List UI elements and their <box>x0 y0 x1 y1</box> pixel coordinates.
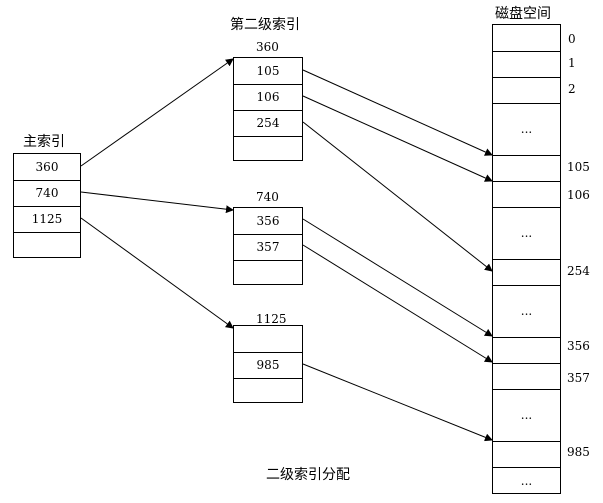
second-index-block: 105 106 254 <box>233 57 303 161</box>
arrow-main-1125-to-block-1125 <box>80 217 234 329</box>
main-index-table: 360 740 1125 <box>13 153 81 258</box>
disk-block-number: 1 <box>568 56 576 70</box>
second-index-cell <box>234 326 302 352</box>
second-index-cell <box>234 260 302 285</box>
disk-block-number: 0 <box>568 32 576 46</box>
disk-block <box>493 441 560 467</box>
block-header: 360 <box>256 40 279 54</box>
disk-block <box>493 337 560 363</box>
disk-ellipsis-block: ... <box>493 103 560 155</box>
arrow-254-to-disk <box>302 121 493 272</box>
block-header: 740 <box>256 190 279 204</box>
disk-block <box>493 155 560 181</box>
second-index-cell: 254 <box>234 110 302 136</box>
disk-ellipsis-block: ... <box>493 467 560 494</box>
main-index-cell <box>14 232 80 258</box>
second-index-block: 985 <box>233 325 303 403</box>
disk-block <box>493 363 560 389</box>
arrow-main-740-to-block-740 <box>80 191 234 214</box>
second-index-block: 356 357 <box>233 207 303 285</box>
disk-ellipsis-block: ... <box>493 389 560 441</box>
disk-block-number: 985 <box>567 445 590 459</box>
disk-block-number: 2 <box>568 82 576 96</box>
second-index-cell <box>234 136 302 161</box>
disk-ellipsis-block: ... <box>493 285 560 337</box>
main-index-title: 主索引 <box>23 134 65 150</box>
disk-space-title: 磁盘空间 <box>495 6 551 22</box>
diagram-caption: 二级索引分配 <box>266 467 350 483</box>
disk-block-number: 357 <box>567 371 590 385</box>
arrow-106-to-disk <box>302 95 493 182</box>
main-index-cell: 740 <box>14 180 80 206</box>
disk-block <box>493 259 560 285</box>
disk-block-number: 106 <box>567 188 590 202</box>
disk-block-number: 105 <box>567 160 590 174</box>
second-index-cell: 985 <box>234 352 302 378</box>
arrow-985-to-disk <box>302 363 493 442</box>
arrow-105-to-disk <box>302 69 493 156</box>
disk-ellipsis-block: ... <box>493 207 560 259</box>
disk-block-number: 254 <box>567 264 590 278</box>
arrow-main-360-to-block-360 <box>80 58 234 167</box>
arrow-356-to-disk <box>302 218 493 337</box>
disk-block <box>493 25 560 51</box>
block-header: 1125 <box>256 312 287 326</box>
disk-block <box>493 181 560 207</box>
second-index-cell: 357 <box>234 234 302 260</box>
second-index-cell: 105 <box>256 64 280 78</box>
main-index-cell: 1125 <box>14 206 80 232</box>
second-index-cell: 106 <box>234 84 302 110</box>
main-index-cell: 360 <box>35 160 59 174</box>
disk-block <box>493 77 560 103</box>
second-index-cell: 356 <box>256 214 280 228</box>
disk-block-number: 356 <box>567 339 590 353</box>
arrow-357-to-disk <box>302 244 493 363</box>
second-index-title: 第二级索引 <box>230 17 300 33</box>
second-index-cell <box>234 378 302 403</box>
disk-space-column: ... ... ... ... ... <box>492 24 561 494</box>
disk-block <box>493 51 560 77</box>
